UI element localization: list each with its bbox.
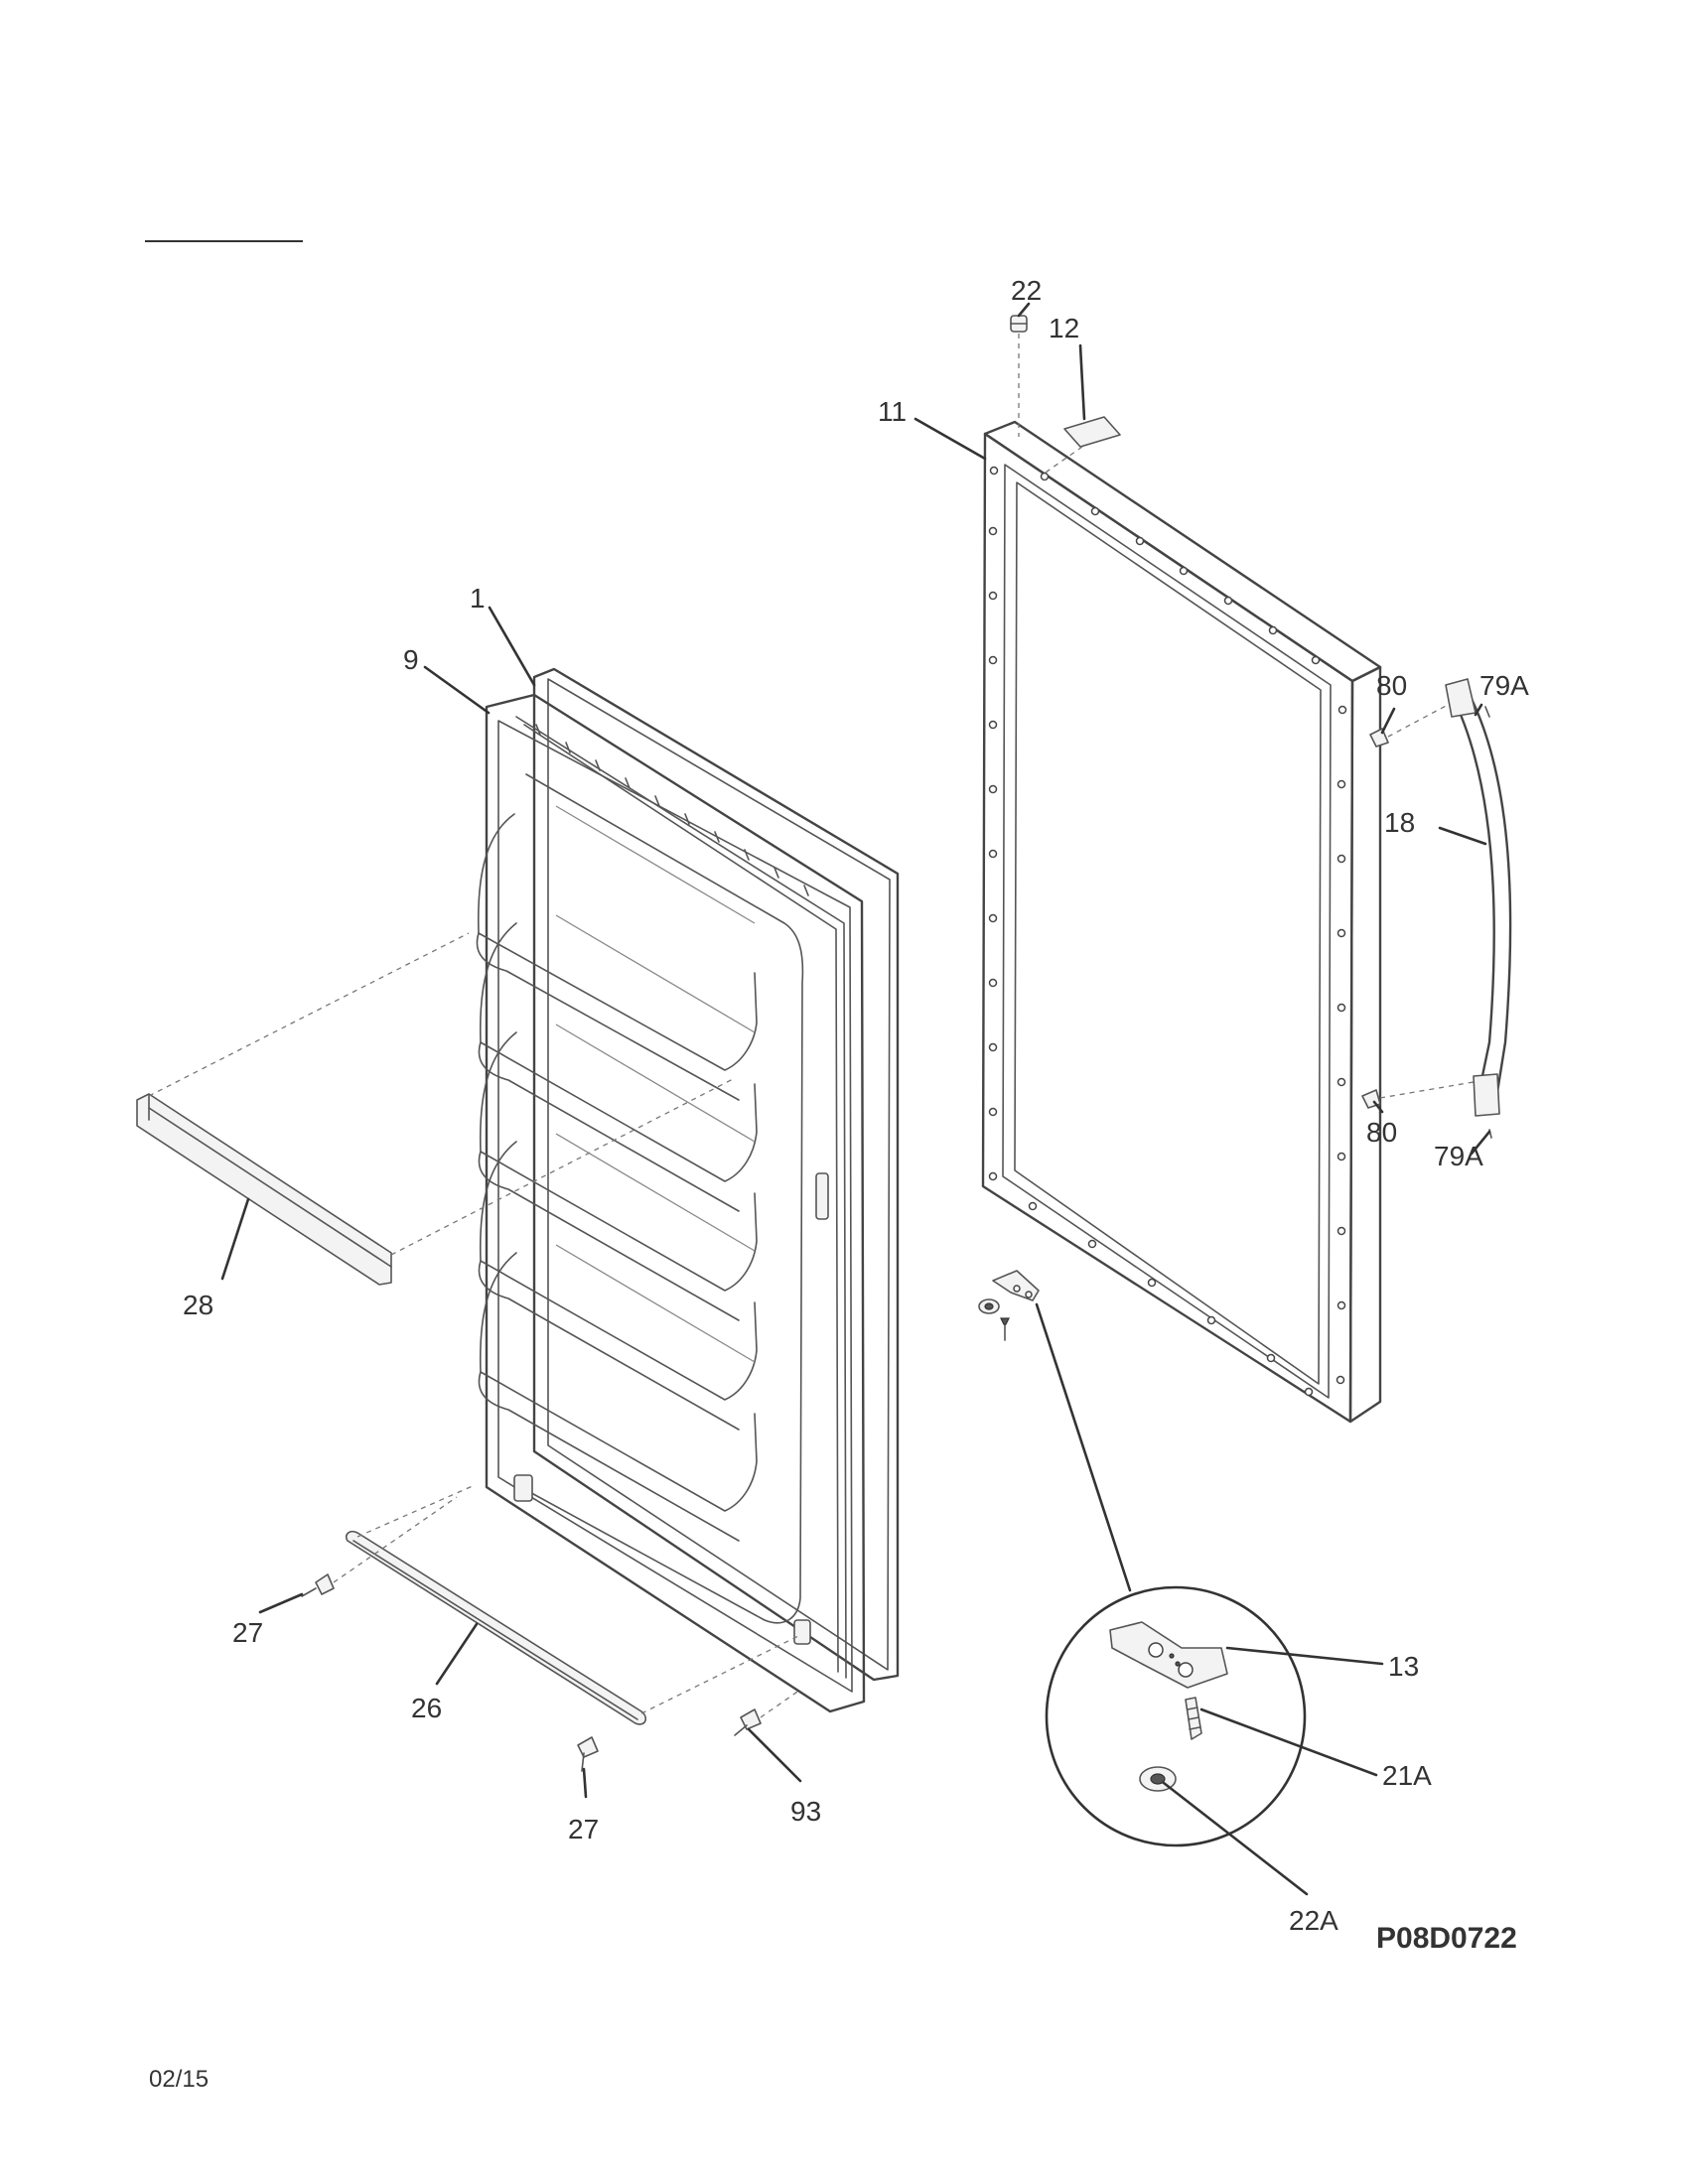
callout-11: 11 [878, 396, 907, 427]
hinge-detail-circle [1035, 1302, 1307, 1847]
panel-screw-holes [988, 466, 1347, 1397]
callout-27-left: 27 [232, 1617, 263, 1648]
fastener-27-left [301, 1496, 458, 1597]
label-12 [1042, 416, 1121, 476]
callout-28: 28 [183, 1290, 213, 1320]
door-liner [476, 667, 900, 1713]
gasket-ticks [535, 724, 809, 896]
callout-27-bottom: 27 [568, 1814, 599, 1844]
callout-12: 12 [1049, 313, 1079, 343]
callout-93: 93 [790, 1796, 821, 1827]
door-rail-28 [136, 932, 736, 1286]
callout-80-top: 80 [1376, 670, 1407, 701]
callout-22: 22 [1011, 275, 1042, 306]
mounting-stud-80-top [1369, 704, 1449, 748]
drawing-id: P08D0722 [1376, 1922, 1517, 1955]
callout-9: 9 [403, 644, 419, 675]
top-plug-22 [1010, 315, 1028, 437]
callout-22a: 22A [1289, 1905, 1338, 1936]
fastener-93 [734, 1689, 801, 1736]
door-panel [981, 420, 1382, 1424]
callout-26: 26 [411, 1693, 442, 1723]
hinge-assembly-small [978, 1270, 1040, 1341]
callout-21a: 21A [1382, 1760, 1432, 1791]
callout-79a-top: 79A [1479, 670, 1529, 701]
leader-lines [220, 302, 1491, 1896]
callout-80-bottom: 80 [1366, 1117, 1397, 1148]
callout-79a-bottom: 79A [1434, 1141, 1483, 1171]
callout-18: 18 [1384, 807, 1415, 838]
fastener-27-bottom [577, 1736, 599, 1772]
callout-1: 1 [470, 583, 486, 614]
footer-date: 02/15 [149, 2066, 209, 2093]
bottom-trim-26 [345, 1484, 799, 1725]
callout-labels: 1 9 11 12 22 80 79A 18 80 79A 28 27 26 2… [183, 275, 1529, 1936]
callout-13: 13 [1388, 1651, 1419, 1682]
door-shelves [476, 805, 758, 1542]
handle-18 [1361, 678, 1512, 1139]
